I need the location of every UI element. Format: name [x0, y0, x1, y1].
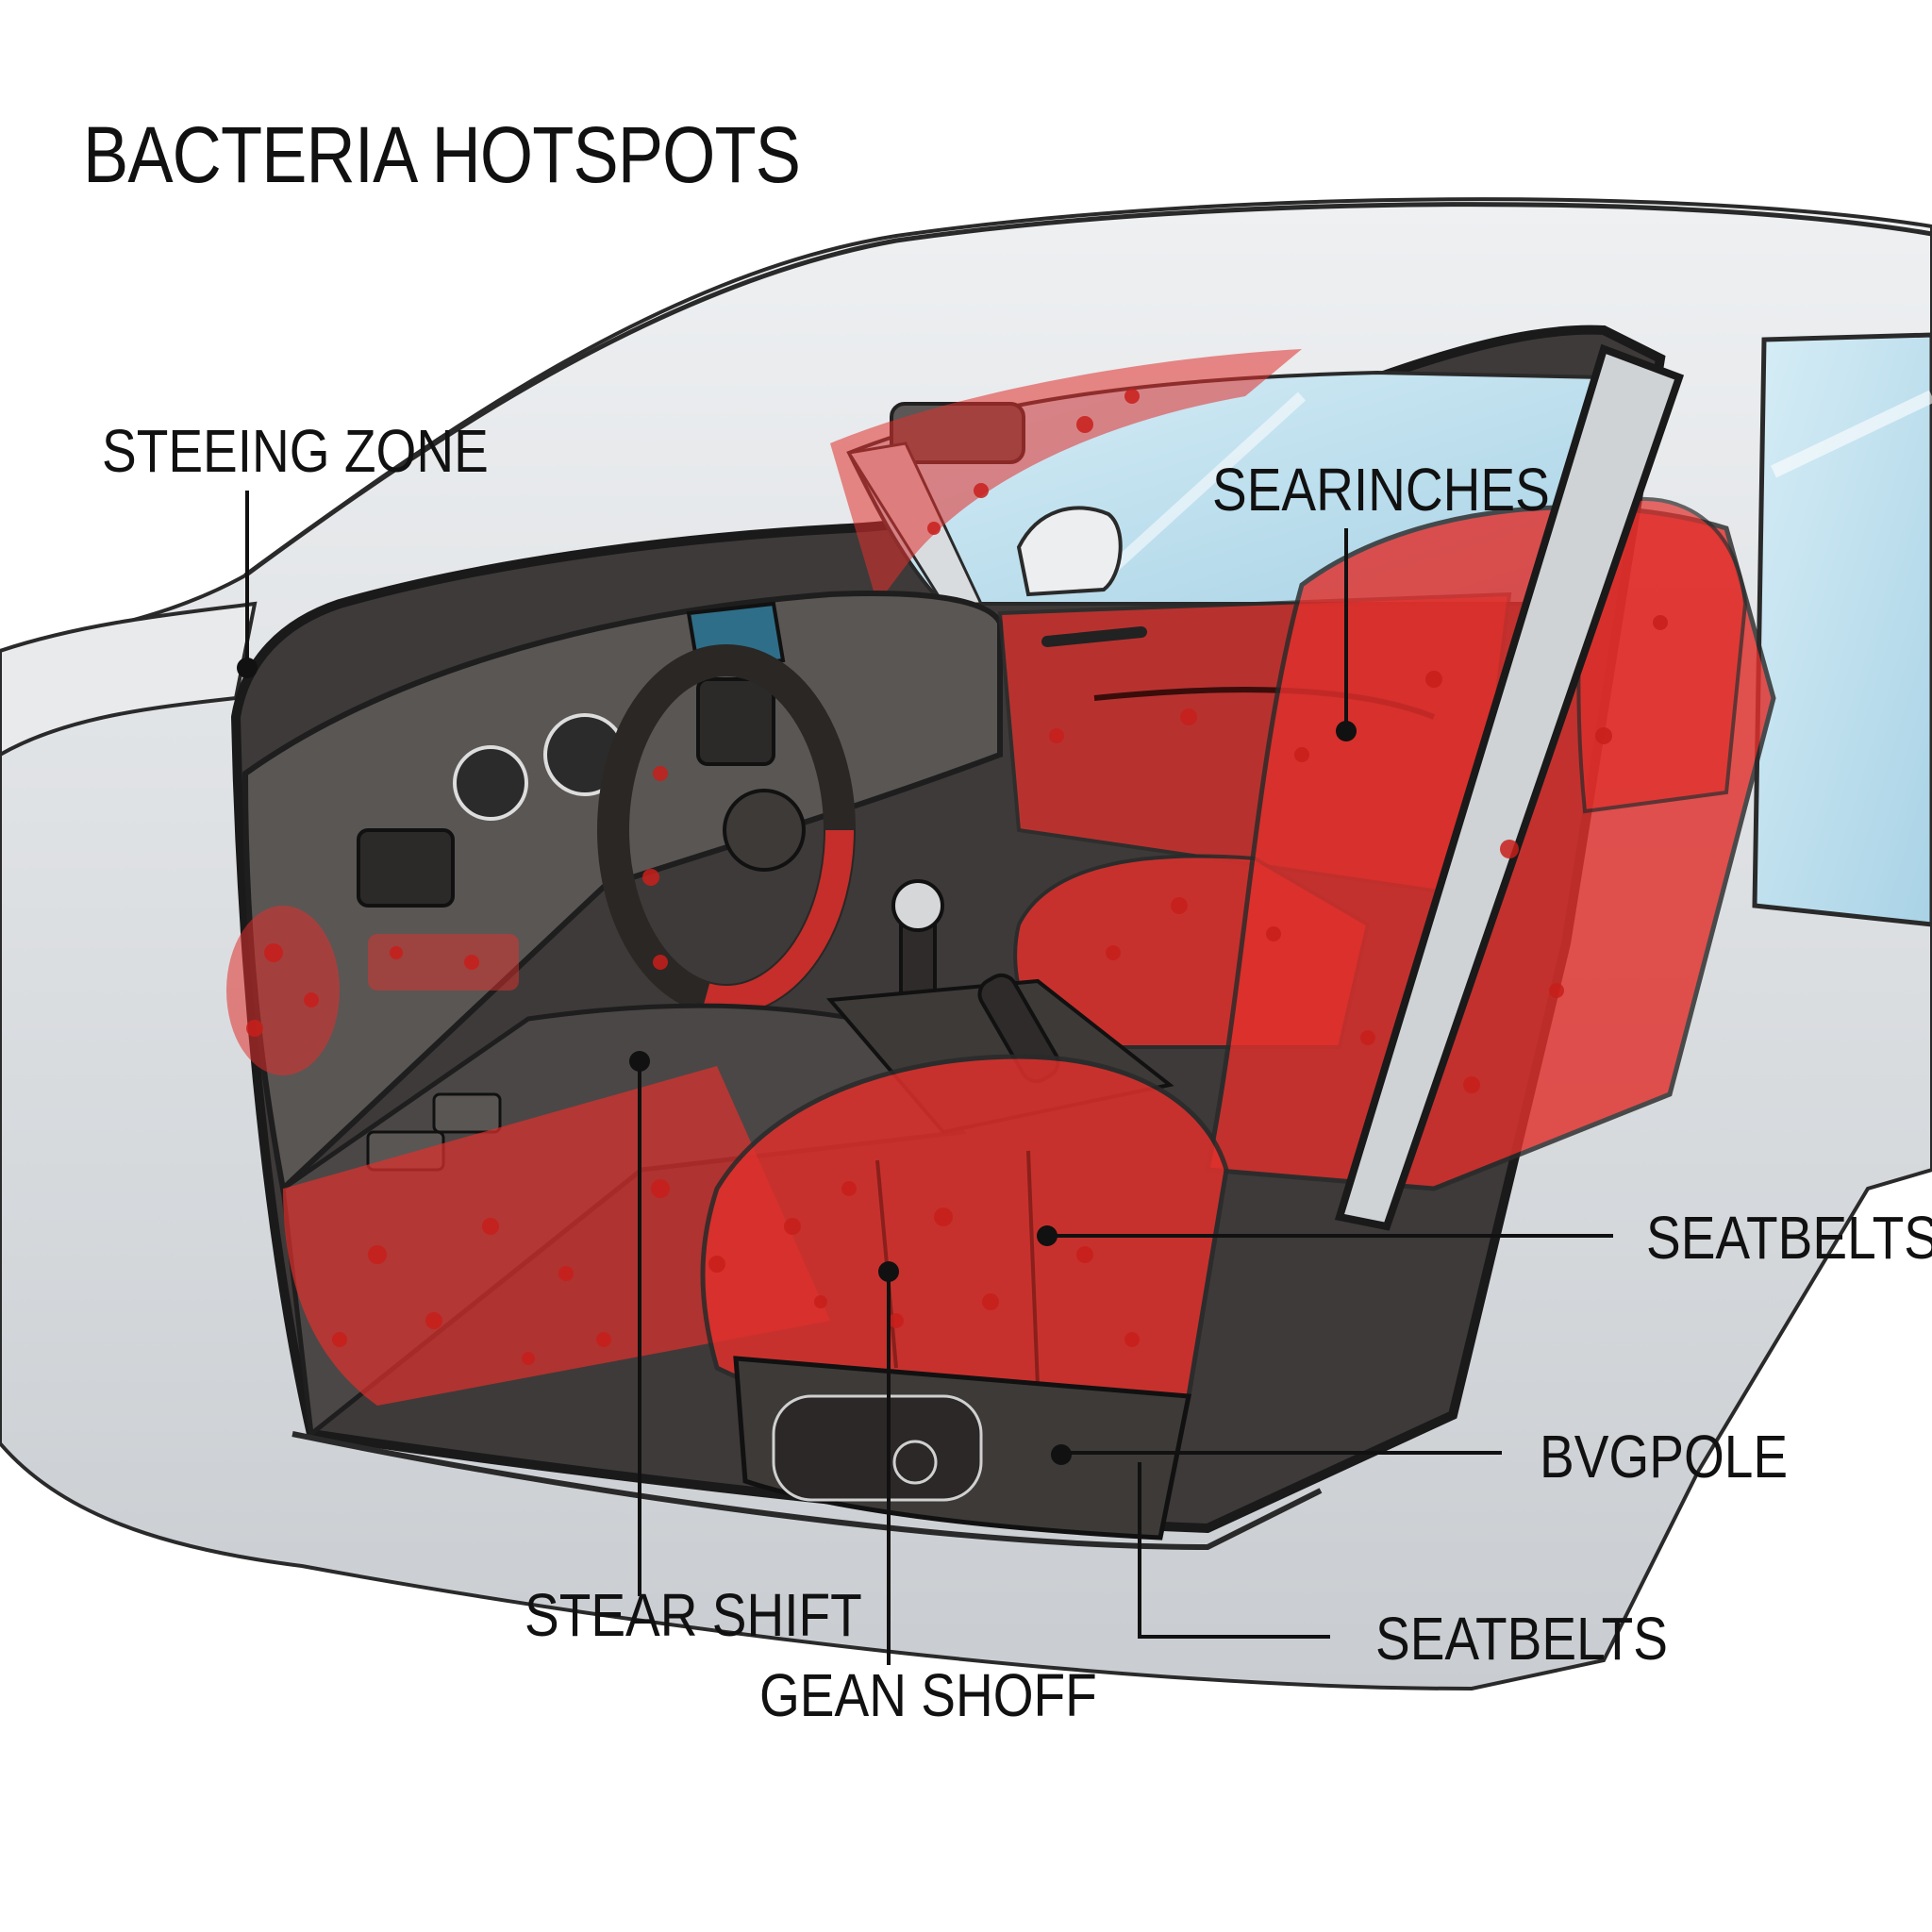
callout-lines	[245, 491, 1613, 1665]
pedal-right	[432, 1092, 502, 1134]
air-vent-left	[357, 828, 455, 908]
b-pillar	[1334, 343, 1685, 1231]
dash-side-hotspot	[226, 906, 340, 1075]
steering-wheel-hotspot	[599, 646, 854, 1014]
door-sill	[291, 1431, 1323, 1551]
gauge-left	[453, 745, 528, 821]
callout-label-door-panel: SEARINCHES	[1212, 456, 1550, 524]
callout-label-seat-controls: GEAN SHOFF	[759, 1661, 1097, 1729]
callout-label-floor: STEAR SHIFT	[525, 1581, 862, 1649]
far-door-handle	[1041, 626, 1147, 647]
a-pillar-hotspot	[830, 349, 1302, 604]
rear-window	[1752, 332, 1932, 927]
seat-control-panel	[772, 1394, 983, 1502]
callout-label-seat: SEATBELTS	[1646, 1204, 1932, 1272]
callout-label-seat-base: BVGPOLE	[1540, 1423, 1789, 1491]
steering-hub	[723, 789, 806, 872]
diagram-title: BACTERIA HOTSPOTS	[83, 110, 801, 199]
floor-hotspot	[283, 1066, 830, 1406]
callout-label-door-sill: SEATBELTS	[1375, 1605, 1668, 1673]
side-mirror	[1016, 506, 1123, 597]
roof-line	[243, 202, 1932, 578]
callout-label-steering-zone: STEEING ZONE	[102, 417, 489, 485]
bacteria-dots	[246, 389, 1668, 1365]
callout-dots	[237, 658, 1357, 1465]
dash-switch-hotspot	[368, 934, 519, 991]
air-vent-center	[696, 677, 775, 766]
